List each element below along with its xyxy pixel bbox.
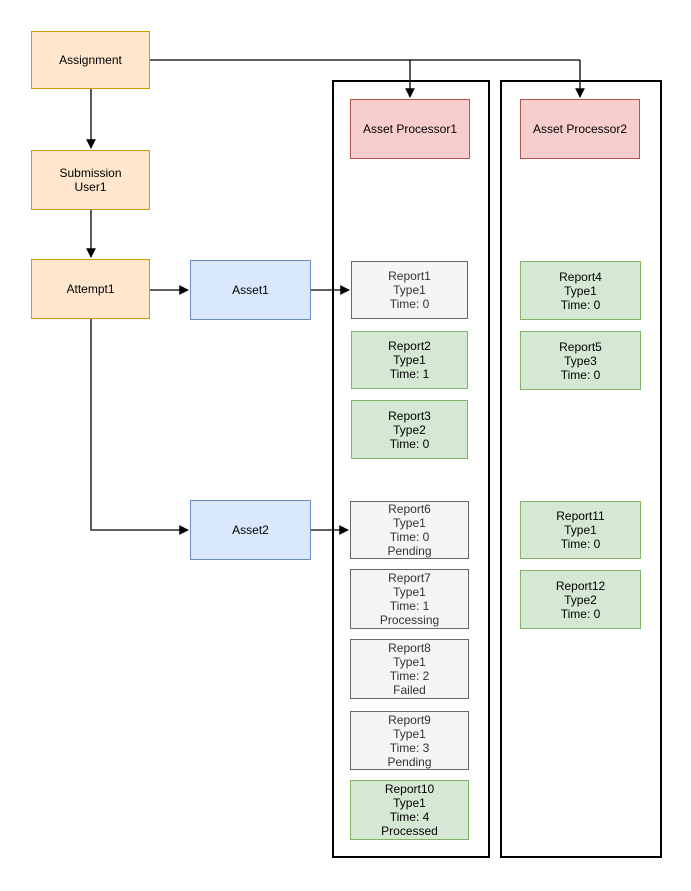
report12-node[interactable]: Report12 Type2 Time: 0	[520, 570, 641, 629]
processor2-container[interactable]	[500, 80, 662, 858]
report2-node[interactable]: Report2 Type1 Time: 1	[351, 331, 468, 389]
report3-node[interactable]: Report3 Type2 Time: 0	[351, 400, 468, 459]
report10-node[interactable]: Report10 Type1 Time: 4 Processed	[350, 780, 469, 840]
attempt1-label: Attempt1	[66, 282, 115, 296]
assignment-label: Assignment	[59, 53, 122, 67]
asset-processor1-node[interactable]: Asset Processor1	[350, 99, 470, 159]
assignment-node[interactable]: Assignment	[31, 31, 150, 89]
attempt1-node[interactable]: Attempt1	[31, 259, 150, 319]
report8-node[interactable]: Report8 Type1 Time: 2 Failed	[350, 639, 469, 699]
asset2-node[interactable]: Asset2	[190, 500, 311, 560]
submission-label-line2: User1	[74, 180, 107, 194]
submission-label-line1: Submission	[59, 166, 122, 180]
report9-node[interactable]: Report9 Type1 Time: 3 Pending	[350, 711, 469, 770]
asset-processor2-node[interactable]: Asset Processor2	[520, 99, 640, 159]
submission-user1-node[interactable]: Submission User1	[31, 150, 150, 210]
asset-processor2-label: Asset Processor2	[532, 122, 628, 136]
asset1-label: Asset1	[232, 283, 269, 297]
report11-node[interactable]: Report11 Type1 Time: 0	[520, 501, 641, 559]
report6-node[interactable]: Report6 Type1 Time: 0 Pending	[350, 501, 469, 559]
report4-node[interactable]: Report4 Type1 Time: 0	[520, 261, 641, 320]
report1-node[interactable]: Report1 Type1 Time: 0	[351, 261, 468, 319]
report5-node[interactable]: Report5 Type3 Time: 0	[520, 331, 641, 390]
asset1-node[interactable]: Asset1	[190, 260, 311, 320]
asset2-label: Asset2	[232, 523, 269, 537]
connector-attempt1-asset2	[90, 319, 189, 535]
report7-node[interactable]: Report7 Type1 Time: 1 Processing	[350, 569, 469, 629]
asset-processor1-label: Asset Processor1	[362, 122, 458, 136]
